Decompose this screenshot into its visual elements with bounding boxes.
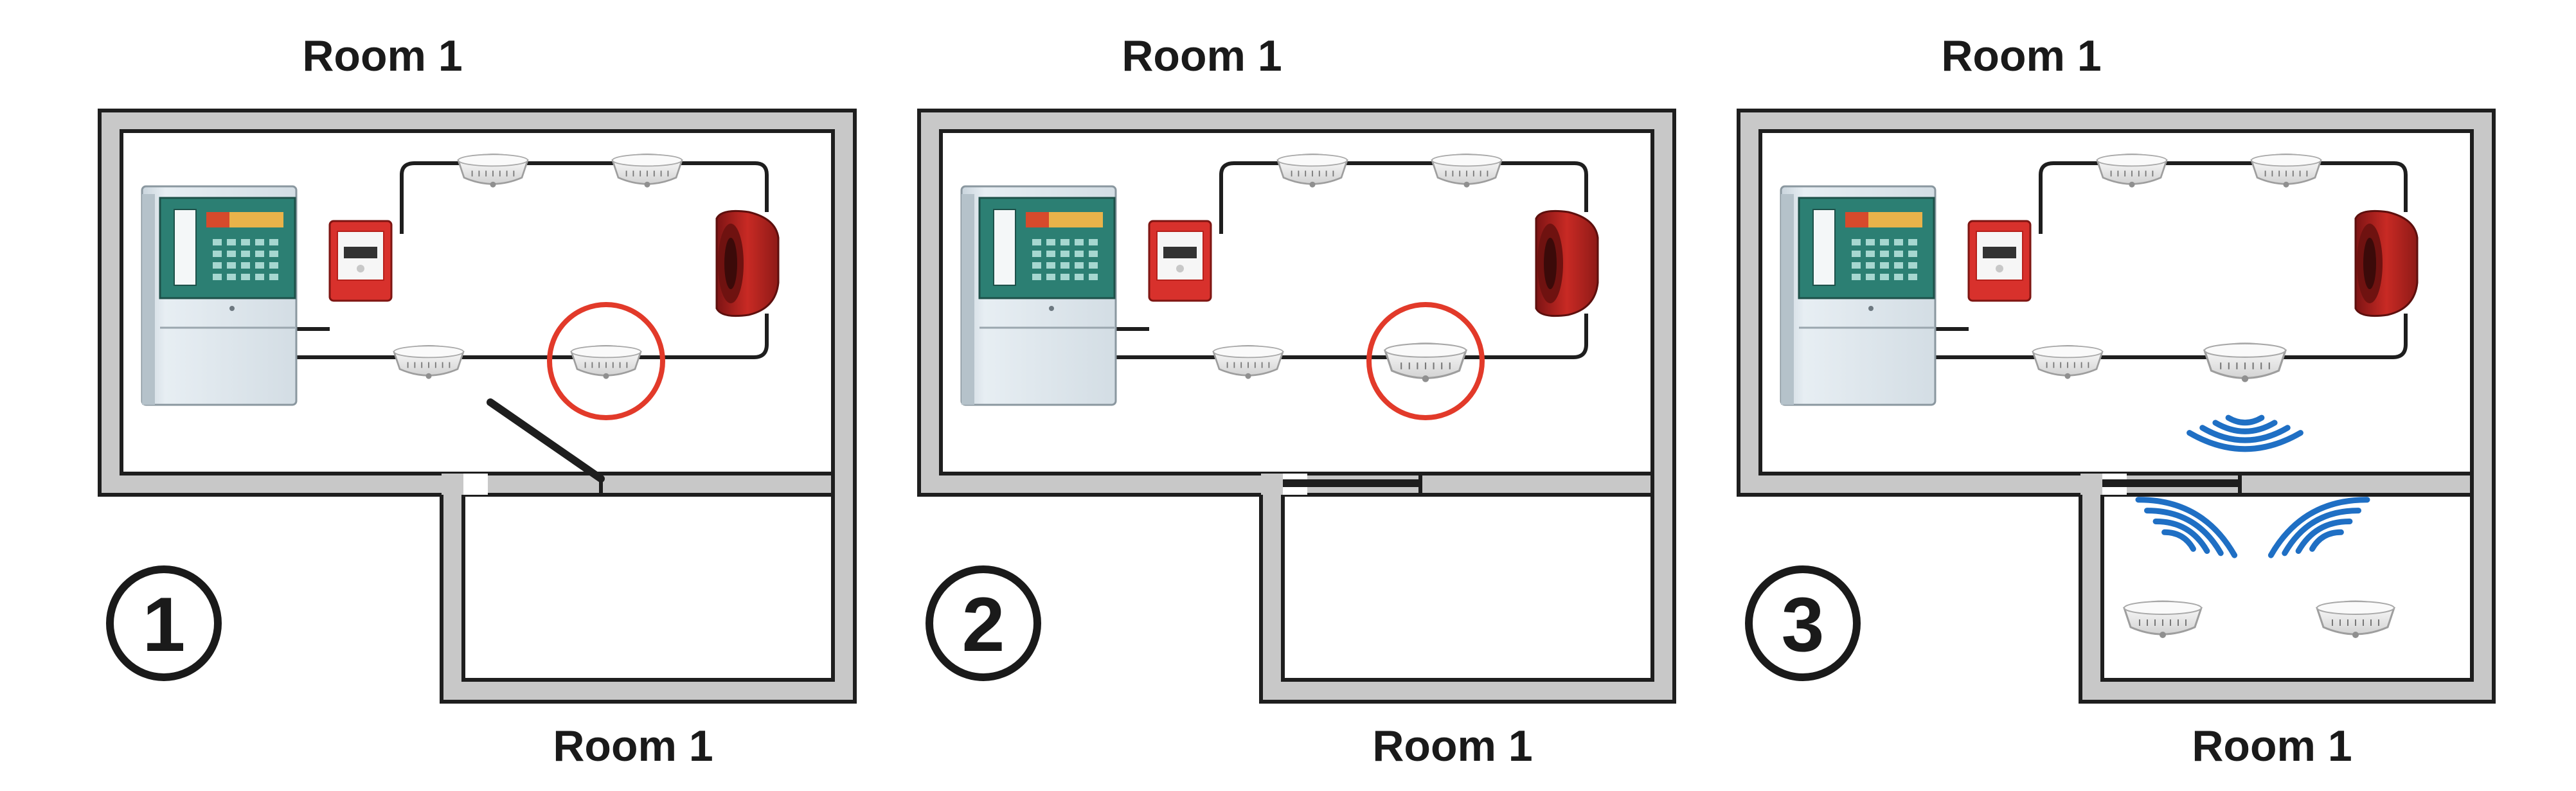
manual-call-point-icon (1967, 220, 2032, 302)
smoke-detector-icon (2123, 600, 2203, 638)
step-number-badge: 2 (926, 565, 1041, 681)
scenario-panel-1: Room 1 Room 1 1 (98, 31, 857, 770)
sounder-icon (715, 209, 780, 317)
sounder-icon (1535, 209, 1599, 317)
detector-loop-wiring (1116, 161, 1588, 359)
smoke-detector-icon (2096, 154, 2168, 188)
door-open (487, 398, 605, 483)
smoke-detector-icon (570, 345, 642, 379)
room-label-bottom: Room 1 (553, 722, 713, 770)
step-number-badge: 1 (106, 565, 222, 681)
sounder-icon (2354, 209, 2419, 317)
smoke-detector-icon (1276, 154, 1348, 188)
fire-alarm-panel-icon (960, 185, 1117, 406)
step-number: 3 (1782, 582, 1825, 668)
wireless-signal-icon (2135, 497, 2238, 558)
detector-loop-wiring (296, 161, 769, 359)
detector-loop-wiring (1935, 161, 2408, 359)
fire-alarm-panel-icon (1780, 185, 1936, 406)
manual-call-point-icon (1148, 220, 1212, 302)
smoke-detector-icon (2316, 600, 2395, 638)
smoke-detector-icon (1384, 342, 1467, 382)
room-label-bottom: Room 1 (1372, 722, 1532, 770)
fire-alarm-panel-icon (141, 185, 298, 406)
room-label-top: Room 1 (1941, 31, 2101, 80)
smoke-detector-icon (2250, 154, 2322, 188)
smoke-detector-icon (457, 154, 529, 188)
smoke-detector-icon (2203, 342, 2287, 382)
wireless-signal-icon (2267, 497, 2370, 558)
smoke-detector-icon (2032, 345, 2104, 379)
highlight-ring (547, 302, 665, 420)
smoke-detector-icon (1431, 154, 1503, 188)
highlight-ring (1366, 302, 1485, 420)
scenario-panel-2: Room 1 Room 1 2 (917, 31, 1676, 770)
smoke-detector-icon (393, 345, 465, 379)
scenario-panel-3: Room 1 Room 1 3 (1737, 31, 2496, 770)
manual-call-point-icon (328, 220, 393, 302)
room-label-bottom: Room 1 (2192, 722, 2352, 770)
room-label-top: Room 1 (302, 31, 462, 80)
step-number-badge: 3 (1745, 565, 1861, 681)
wireless-signal-icon (2187, 414, 2303, 452)
step-number: 2 (962, 582, 1005, 668)
smoke-detector-icon (611, 154, 683, 188)
step-number: 1 (143, 582, 186, 668)
smoke-detector-icon (1212, 345, 1284, 379)
room-label-top: Room 1 (1122, 31, 1282, 80)
